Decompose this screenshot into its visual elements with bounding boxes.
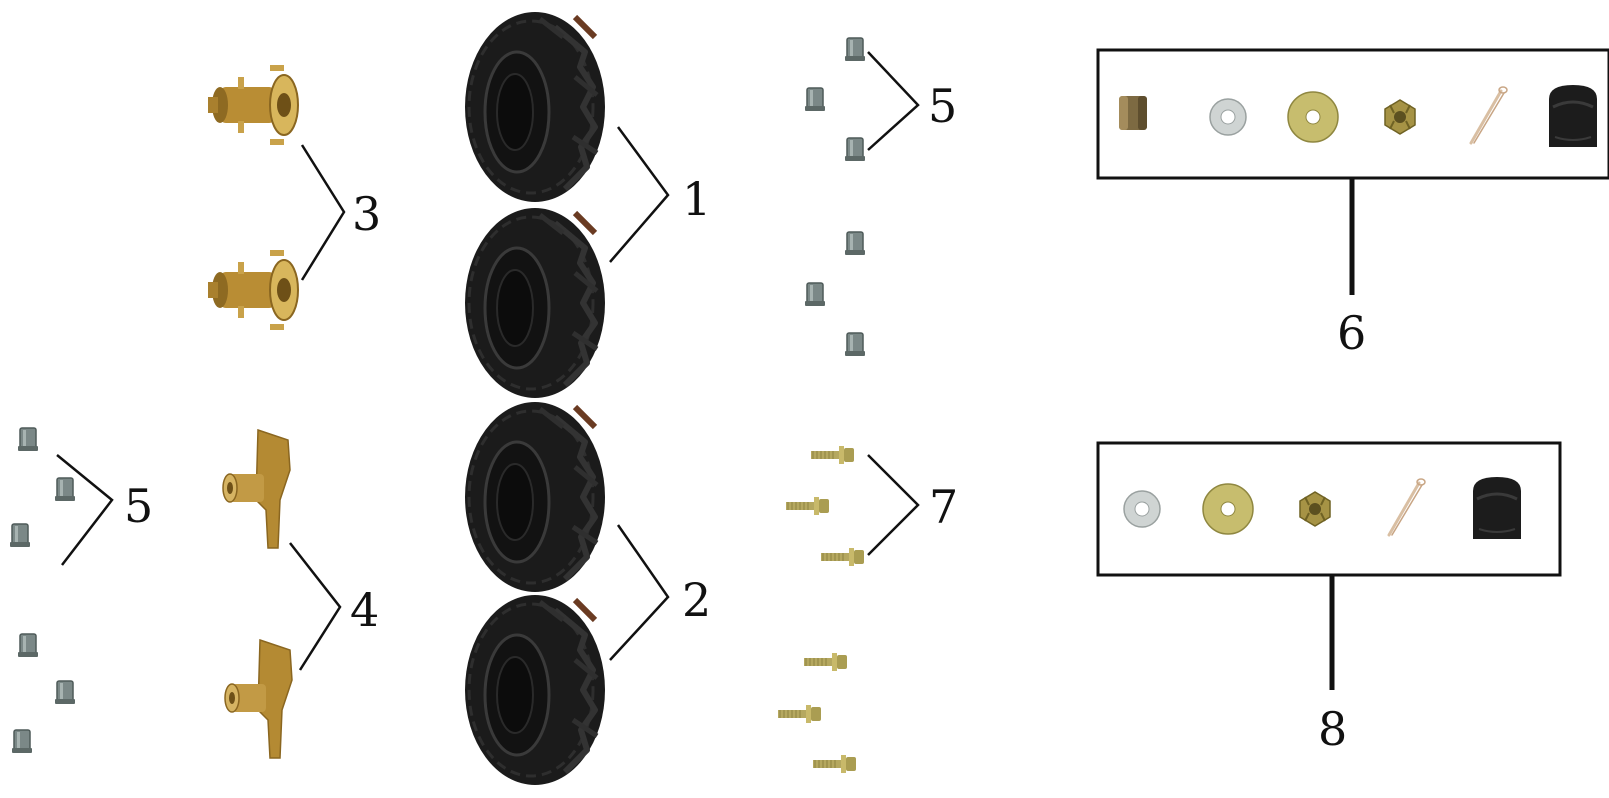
spacer-sleeve-icon: [1119, 96, 1147, 130]
kit-box-rear: [1096, 441, 1562, 690]
rear-hub-icon: [222, 429, 291, 549]
callout-label-4: 4: [350, 583, 379, 637]
flange-bolt-icon: [777, 704, 822, 724]
lug-nut-icon: [844, 37, 866, 62]
tire-icon: [465, 208, 605, 398]
lug-nut-icon: [11, 729, 33, 754]
flange-bolt-icon: [812, 754, 857, 774]
callout-label-2: 2: [682, 573, 711, 627]
rubber-cap-icon: [1471, 475, 1523, 541]
lug-nut-icon: [9, 523, 31, 548]
tire-icon: [465, 402, 605, 592]
castle-nut-icon: [1299, 491, 1331, 527]
lug-nut-icon: [844, 231, 866, 256]
callout-label-5-right: 5: [928, 79, 957, 133]
flat-washer-icon: [1209, 98, 1247, 136]
leader-lines: [56, 51, 920, 671]
callout-label-1: 1: [682, 172, 711, 226]
kit-box-front: [1096, 48, 1609, 295]
callout-label-8: 8: [1318, 702, 1347, 756]
rear-hub-icon: [224, 639, 293, 759]
front-hub-icon: [207, 249, 299, 331]
callout-label-7: 7: [929, 480, 958, 534]
flat-washer-icon: [1202, 483, 1254, 535]
flange-bolt-icon: [803, 652, 848, 672]
callout-label-3: 3: [352, 187, 381, 241]
lug-nut-icon: [17, 427, 39, 452]
lug-nut-icon: [844, 137, 866, 162]
cotter-pin-icon: [1387, 477, 1427, 537]
tire-icon: [465, 595, 605, 785]
lug-nut-icon: [804, 87, 826, 112]
lug-nut-icon: [804, 282, 826, 307]
flange-bolt-icon: [785, 496, 830, 516]
lug-nut-icon: [17, 633, 39, 658]
cotter-pin-icon: [1469, 85, 1509, 145]
lug-nut-icon: [844, 332, 866, 357]
flange-bolt-icon: [820, 547, 865, 567]
rubber-cap-icon: [1547, 83, 1599, 149]
callout-label-6: 6: [1337, 306, 1366, 360]
callout-label-5-left: 5: [124, 479, 153, 533]
front-hub-icon: [207, 64, 299, 146]
flange-bolt-icon: [810, 445, 855, 465]
tire-icon: [465, 12, 605, 202]
flat-washer-icon: [1123, 490, 1161, 528]
castle-nut-icon: [1384, 99, 1416, 135]
lug-nut-icon: [54, 477, 76, 502]
lug-nut-icon: [54, 680, 76, 705]
flat-washer-icon: [1287, 91, 1339, 143]
